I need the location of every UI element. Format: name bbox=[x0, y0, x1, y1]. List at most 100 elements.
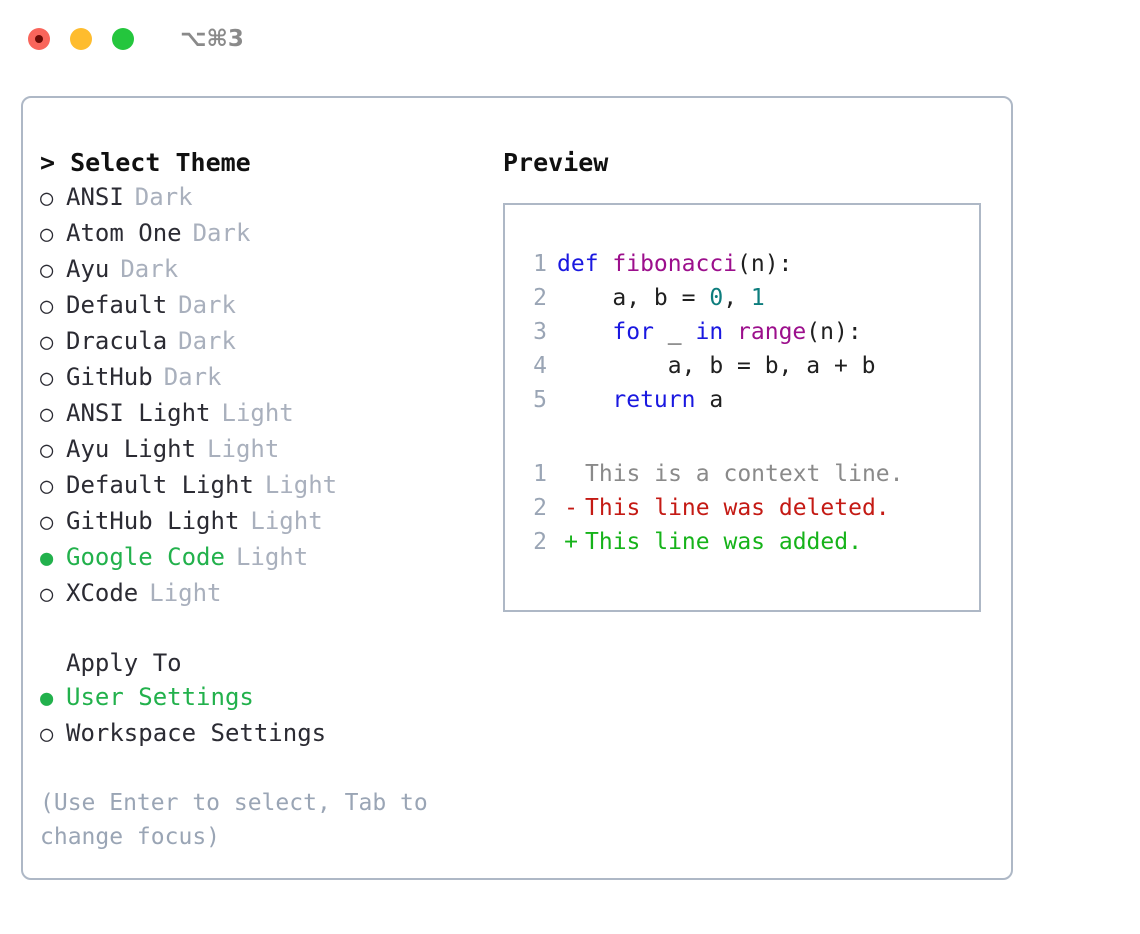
option-label: Atom One bbox=[66, 219, 182, 247]
code-token: a bbox=[695, 387, 724, 413]
option-variant-tag: Light bbox=[207, 435, 280, 463]
diff-sign bbox=[557, 457, 585, 491]
option-label: Workspace Settings bbox=[66, 719, 327, 747]
option-label: GitHub bbox=[66, 363, 153, 391]
code-token bbox=[557, 387, 612, 413]
maximize-button[interactable] bbox=[112, 28, 134, 50]
option-label: XCode bbox=[66, 579, 139, 607]
code-token: a, b = b, a + b bbox=[557, 353, 876, 379]
code-line: 2 a, b = 0, 1 bbox=[519, 281, 979, 315]
option-label: ANSI bbox=[66, 183, 124, 211]
code-token: (n): bbox=[806, 319, 862, 345]
option-row[interactable]: ● Google Code Light bbox=[40, 540, 493, 576]
option-row[interactable]: ○ Ayu Light Light bbox=[40, 432, 493, 468]
radio-unselected-icon: ○ bbox=[40, 366, 54, 391]
code-line: 1 def fibonacci(n): bbox=[519, 247, 979, 281]
option-row[interactable]: ●User Settings bbox=[40, 680, 493, 716]
option-row[interactable]: ○ ANSI Dark bbox=[40, 180, 493, 216]
option-row[interactable]: ○ XCode Light bbox=[40, 576, 493, 612]
code-token: (n): bbox=[737, 251, 793, 277]
keyboard-hint: (Use Enter to select, Tab to change focu… bbox=[40, 790, 442, 850]
option-label: Ayu Light bbox=[66, 435, 197, 463]
code-token: 0 bbox=[709, 285, 724, 311]
option-variant-tag: Dark bbox=[134, 183, 193, 211]
option-label: Google Code bbox=[66, 543, 225, 571]
option-row[interactable]: ○ Ayu Dark bbox=[40, 252, 493, 288]
option-row[interactable]: ○ Atom One Dark bbox=[40, 216, 493, 252]
code-token: range bbox=[737, 319, 807, 345]
option-variant-tag: Dark bbox=[178, 291, 236, 319]
option-label: Default bbox=[66, 291, 168, 319]
code-line: 5 return a bbox=[519, 383, 979, 417]
option-row[interactable]: ○ GitHub Dark bbox=[40, 360, 493, 396]
minimize-button[interactable] bbox=[70, 28, 92, 50]
radio-selected-icon: ● bbox=[40, 546, 54, 571]
title-bar: ⌥⌘3 bbox=[0, 0, 1140, 78]
diff-sign: + bbox=[564, 529, 578, 555]
option-variant-tag: Light bbox=[149, 579, 222, 607]
code-token bbox=[557, 319, 612, 345]
line-number: 2 bbox=[533, 285, 547, 311]
line-number: 4 bbox=[533, 353, 547, 379]
radio-unselected-icon: ○ bbox=[40, 186, 54, 211]
radio-unselected-icon: ○ bbox=[40, 330, 54, 355]
code-token: def bbox=[557, 251, 613, 277]
line-number: 3 bbox=[533, 319, 547, 345]
line-number: 5 bbox=[533, 387, 547, 413]
apply-to-title: Apply To bbox=[66, 649, 182, 677]
option-label: ANSI Light bbox=[66, 399, 211, 427]
page-title: > Select Theme bbox=[40, 148, 251, 177]
preview-title: Preview bbox=[503, 148, 609, 177]
radio-unselected-icon: ○ bbox=[40, 222, 54, 247]
radio-unselected-icon: ○ bbox=[40, 258, 54, 283]
code-token: 1 bbox=[750, 285, 765, 311]
option-variant-tag: Dark bbox=[120, 255, 179, 283]
option-label: GitHub Light bbox=[66, 507, 240, 535]
diff-text: This line was deleted. bbox=[585, 495, 890, 521]
radio-unselected-icon: ○ bbox=[40, 722, 54, 747]
radio-unselected-icon: ○ bbox=[40, 402, 54, 427]
option-variant-tag: Dark bbox=[163, 363, 222, 391]
radio-unselected-icon: ○ bbox=[40, 438, 54, 463]
line-number: 1 bbox=[533, 251, 547, 277]
close-button[interactable] bbox=[28, 28, 50, 50]
option-row[interactable]: ○ ANSI Light Light bbox=[40, 396, 493, 432]
code-token: return bbox=[612, 387, 696, 413]
option-label: Dracula bbox=[66, 327, 168, 355]
code-token: in bbox=[695, 319, 724, 345]
option-variant-tag: Dark bbox=[192, 219, 251, 247]
option-variant-tag: Light bbox=[221, 399, 294, 427]
diff-line: 2-This line was deleted. bbox=[519, 491, 979, 525]
line-number: 2 bbox=[533, 495, 547, 521]
radio-unselected-icon: ○ bbox=[40, 510, 54, 535]
diff-text: This line was added. bbox=[585, 529, 862, 555]
code-token: for bbox=[612, 319, 654, 345]
line-number: 2 bbox=[533, 529, 547, 555]
line-number: 1 bbox=[533, 461, 547, 487]
diff-sign: - bbox=[564, 495, 578, 521]
radio-unselected-icon: ○ bbox=[40, 582, 54, 607]
radio-selected-icon: ● bbox=[40, 686, 54, 711]
radio-unselected-icon: ○ bbox=[40, 474, 54, 499]
code-token: , bbox=[723, 285, 751, 311]
option-variant-tag: Light bbox=[235, 543, 309, 571]
apply-to-list: ●User Settings ○ Workspace Settings bbox=[40, 680, 493, 752]
option-row[interactable]: ○ GitHub Light Light bbox=[40, 504, 493, 540]
option-row[interactable]: ○ Workspace Settings bbox=[40, 716, 493, 752]
code-token bbox=[723, 319, 737, 345]
diff-line: 1 This is a context line. bbox=[519, 457, 979, 491]
option-label: Ayu bbox=[66, 255, 110, 283]
option-variant-tag: Light bbox=[250, 507, 323, 535]
code-token: fibonacci bbox=[612, 251, 738, 277]
keyboard-shortcut-label: ⌥⌘3 bbox=[180, 26, 244, 52]
code-line: 4 a, b = b, a + b bbox=[519, 349, 979, 383]
